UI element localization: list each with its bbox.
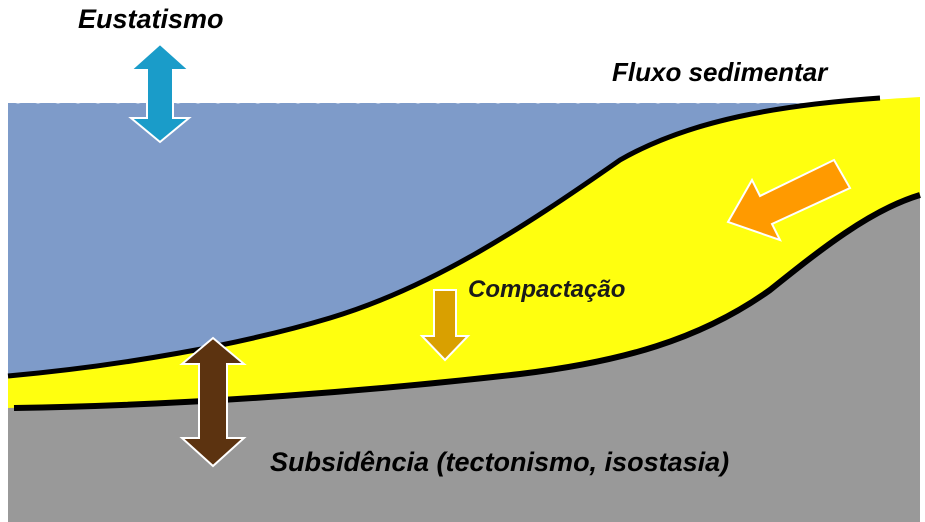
eustatismo-label: Eustatismo	[78, 4, 224, 34]
compactacao-arrow-icon	[419, 289, 471, 362]
fluxo-sedimentar-label: Fluxo sedimentar	[612, 57, 828, 87]
subsidencia-arrow-icon	[179, 336, 247, 468]
sediment-top-boundary	[7, 95, 881, 379]
compactacao-label: Compactação	[468, 276, 626, 303]
water-surface-waves	[8, 90, 920, 104]
fluxo-sedimentar-arrow-icon	[726, 158, 852, 242]
subsidencia-label: Subsidência (tectonismo, isostasia)	[270, 447, 730, 477]
eustatismo-arrow-icon	[128, 42, 192, 144]
